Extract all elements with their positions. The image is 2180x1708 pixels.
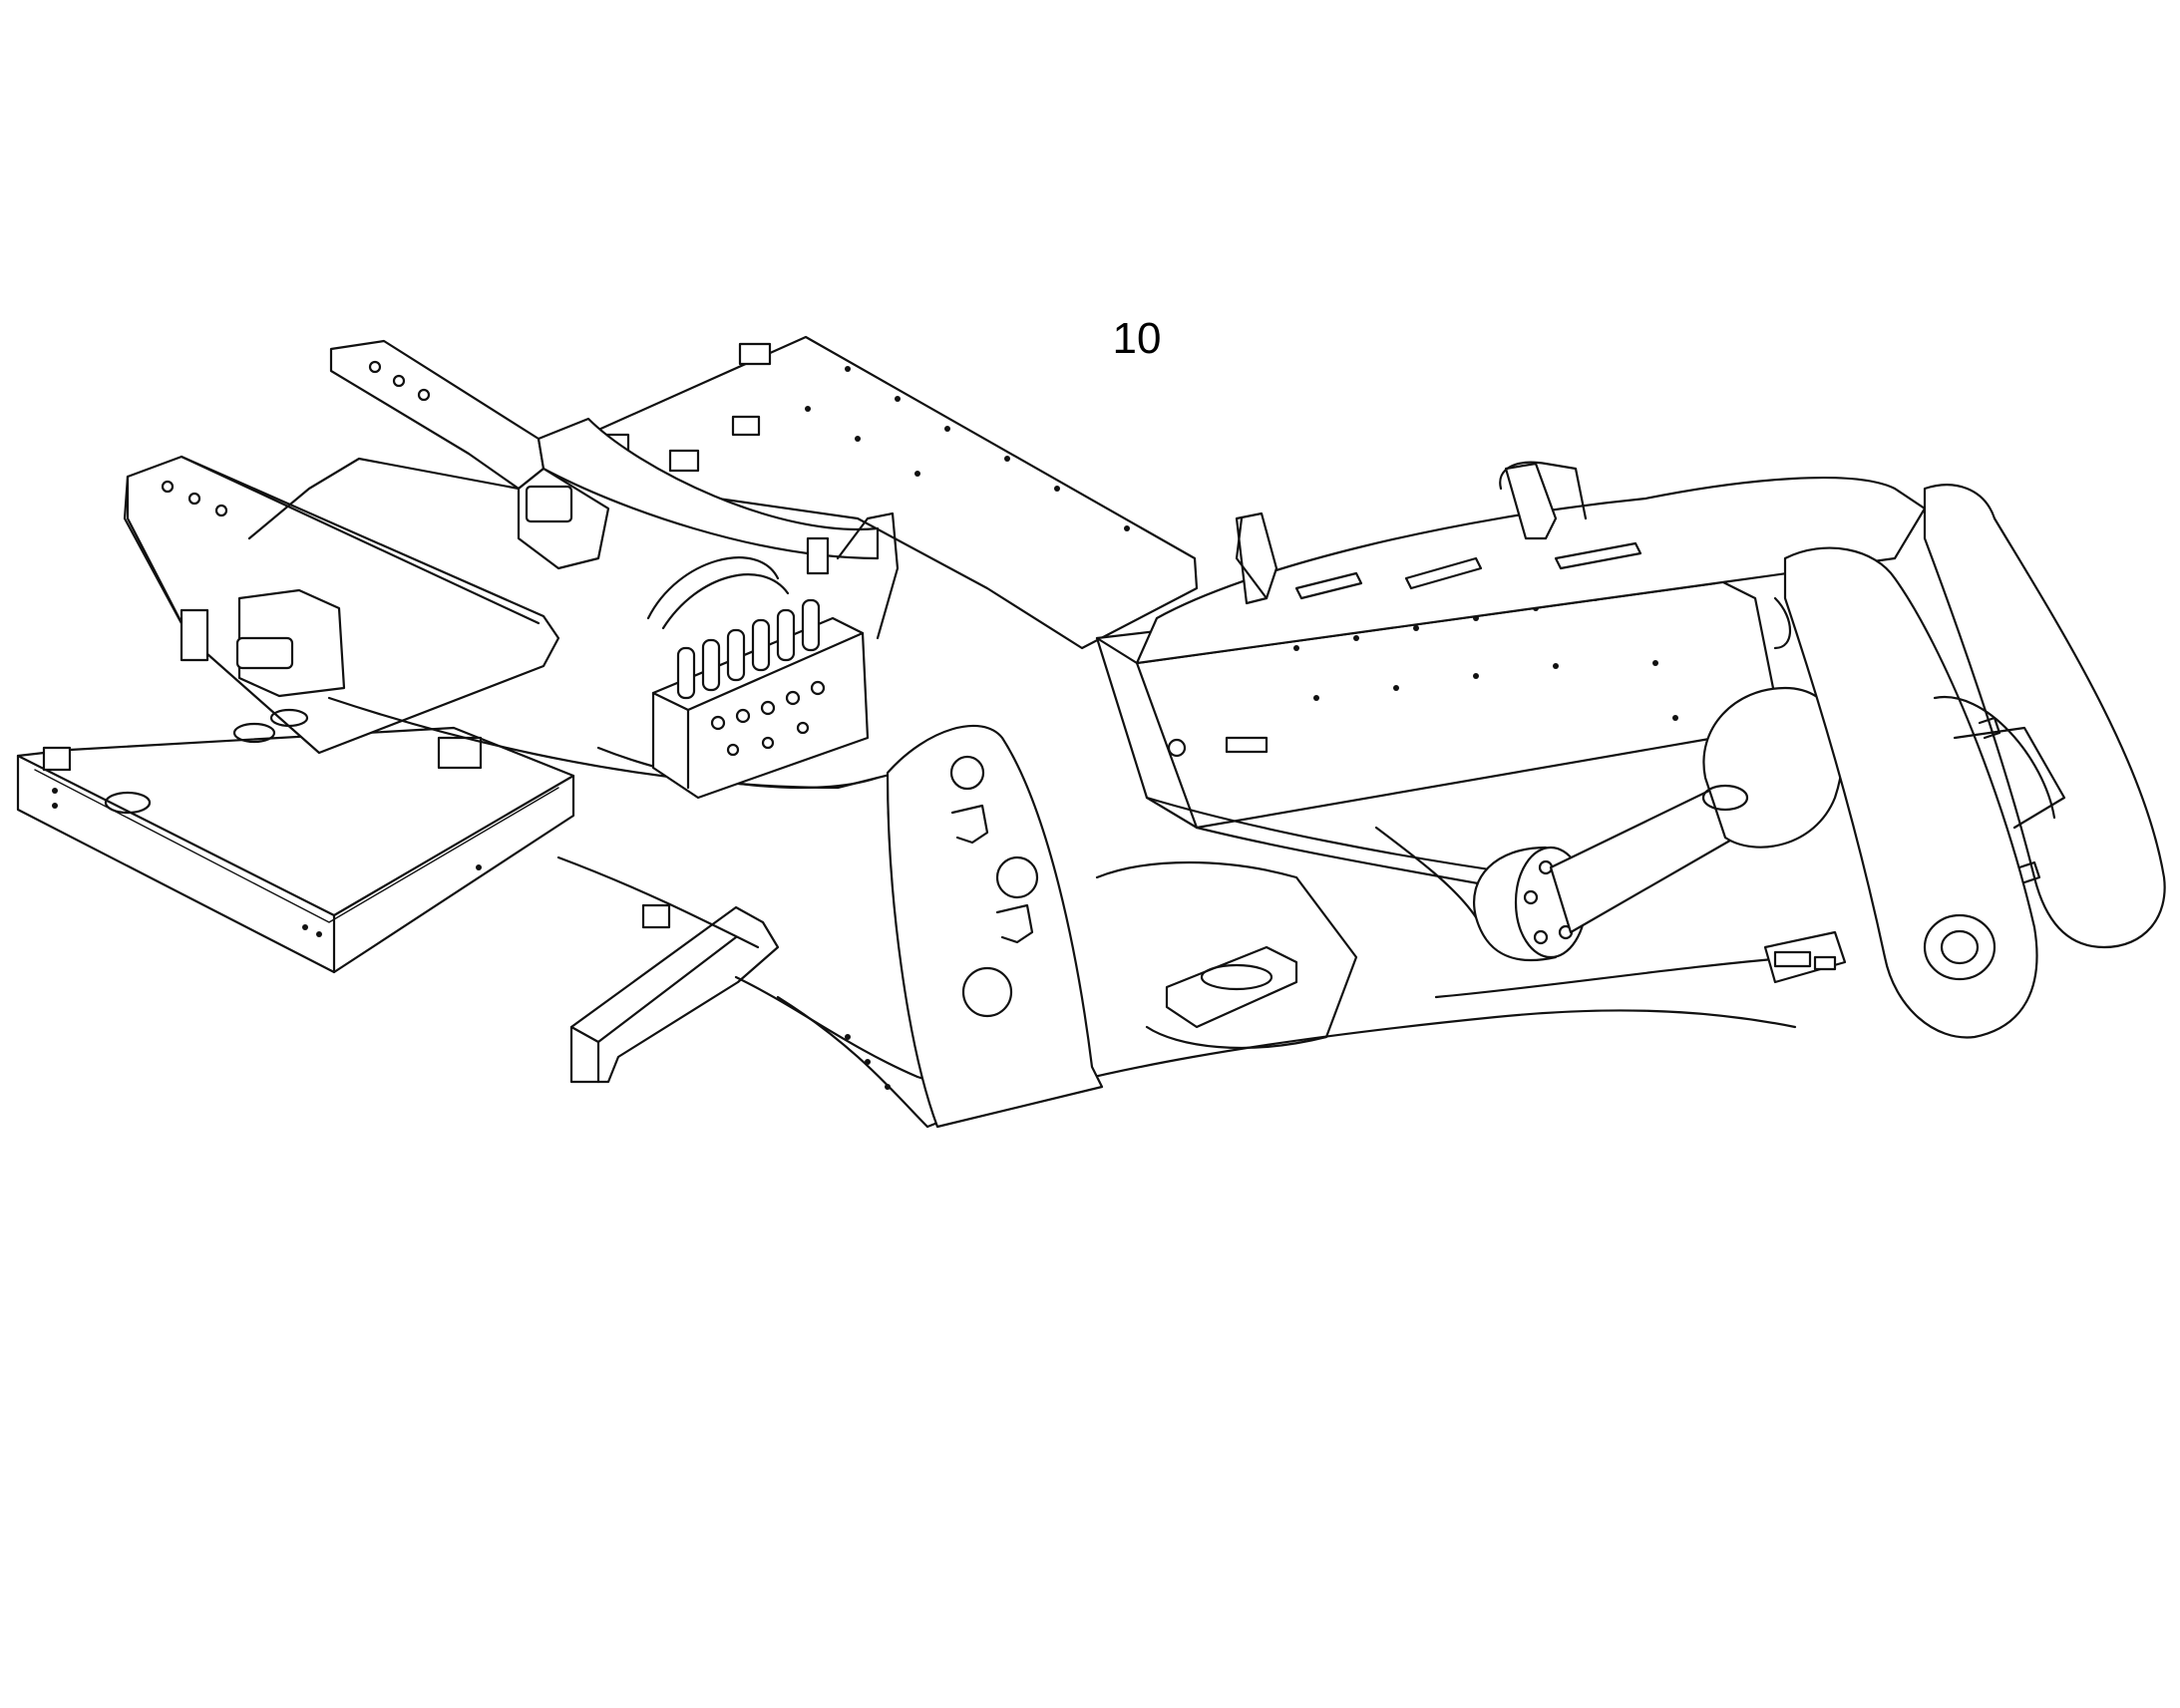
hydraulic-control-valve [646,512,900,800]
left-outrigger-pad [569,903,1079,1092]
rear-cross-beam [123,455,560,755]
figure-callout-number: 10 [1112,314,1162,363]
left-upper-side-beam [247,339,545,540]
front-undercarriage [1095,826,1847,1049]
upper-boom-top [1135,461,1927,665]
rear-left-platform [16,726,575,974]
boom-arm-knuckle [1773,484,2166,1039]
boom-foot-tower [886,724,1104,1129]
boom-cylinder [1473,686,1844,962]
